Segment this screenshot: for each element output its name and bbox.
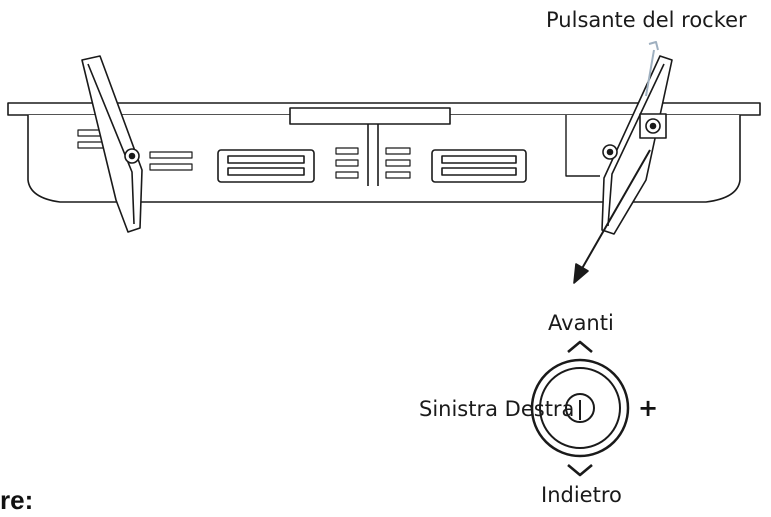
back-label: Indietro (541, 483, 622, 507)
forward-label: Avanti (548, 311, 614, 335)
plus-label: + (638, 394, 659, 422)
right-stand (601, 55, 673, 235)
cut-off-heading: re: (0, 485, 34, 515)
grille-right (431, 149, 527, 183)
tv-body (7, 102, 761, 203)
rocker-closeup (530, 340, 630, 477)
rocker-button-label: Pulsante del rocker (546, 8, 747, 32)
rocker-button (639, 113, 667, 139)
left-stand (81, 55, 143, 233)
left-right-label: Sinistra Destra (419, 397, 575, 421)
grille-left (217, 149, 315, 183)
